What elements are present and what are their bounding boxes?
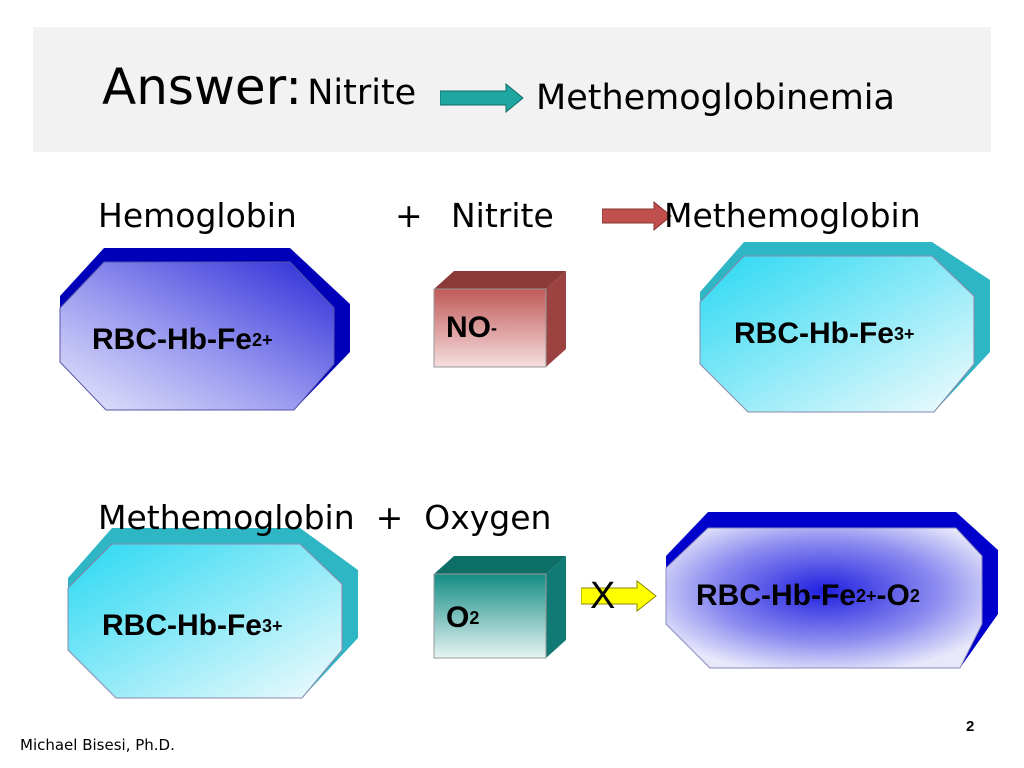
- blocked-arrow-icon: [581, 580, 657, 612]
- author-credit: Michael Bisesi, Ph.D.: [20, 736, 175, 754]
- label-methemoglobin: Methemoglobin: [664, 196, 921, 235]
- plus-sign: +: [395, 196, 423, 235]
- reaction-arrow-icon: [602, 201, 672, 231]
- oxyhemoglobin-block-shape: [665, 512, 998, 669]
- page-number: 2: [966, 718, 975, 735]
- label-hemoglobin: Hemoglobin: [98, 196, 297, 235]
- title-arrow-icon: [440, 83, 524, 113]
- title-right-term: Methemoglobinemia: [536, 78, 895, 118]
- methemoglobin-block-shape: [699, 242, 990, 413]
- label-methemoglobin-oxygen: Methemoglobin + Oxygen: [98, 498, 552, 537]
- nitrite-block-shape: [433, 271, 566, 368]
- title-prefix: Answer:: [102, 58, 303, 116]
- title-left-term: Nitrite: [307, 73, 417, 113]
- oxygen-block-shape: [433, 556, 566, 659]
- blocked-x-mark: X: [590, 575, 616, 617]
- page-title: Answer: Nitrite: [102, 58, 416, 128]
- methemoglobin-block-2-shape: [67, 528, 358, 699]
- hemoglobin-block-shape: [59, 248, 350, 411]
- label-nitrite: Nitrite: [451, 196, 554, 235]
- nitrite-ion-label: NO-: [446, 311, 497, 344]
